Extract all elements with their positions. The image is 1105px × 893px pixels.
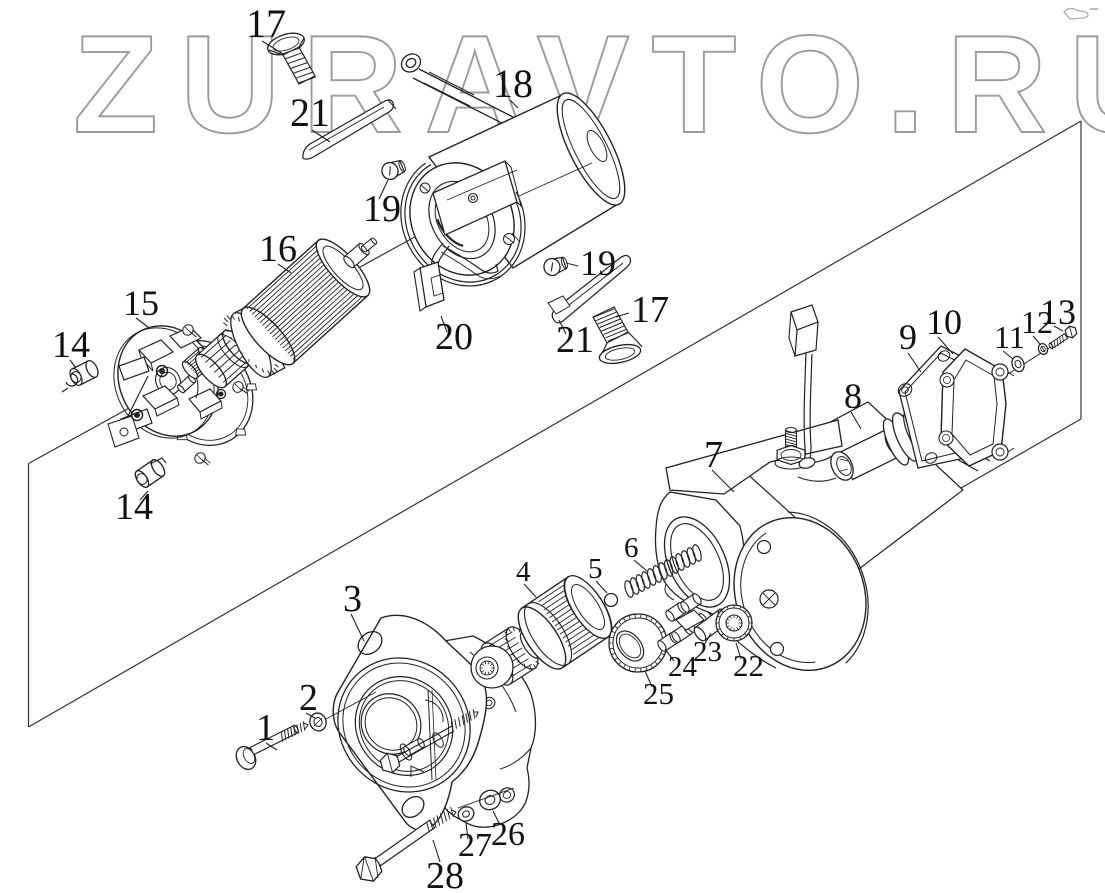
svg-text:1: 1 <box>256 707 275 749</box>
svg-text:24: 24 <box>668 651 698 683</box>
svg-text:21: 21 <box>556 319 594 361</box>
svg-text:17: 17 <box>631 289 669 331</box>
svg-text:12: 12 <box>1021 304 1053 340</box>
svg-text:8: 8 <box>844 376 862 416</box>
svg-text:11: 11 <box>994 319 1025 355</box>
svg-text:2: 2 <box>299 677 318 719</box>
svg-text:25: 25 <box>643 676 674 711</box>
svg-text:15: 15 <box>123 283 159 323</box>
svg-text:23: 23 <box>693 636 722 668</box>
svg-text:22: 22 <box>733 648 764 683</box>
svg-text:26: 26 <box>491 816 525 853</box>
svg-text:28: 28 <box>426 855 464 893</box>
svg-text:9: 9 <box>899 317 917 357</box>
svg-text:19: 19 <box>363 188 401 230</box>
svg-text:7: 7 <box>704 434 723 476</box>
svg-text:27: 27 <box>458 827 492 864</box>
svg-text:20: 20 <box>435 316 473 358</box>
svg-text:19: 19 <box>580 243 616 283</box>
svg-text:3: 3 <box>343 578 362 620</box>
svg-text:13: 13 <box>1040 292 1076 332</box>
svg-text:10: 10 <box>926 302 962 342</box>
svg-text:5: 5 <box>588 553 603 585</box>
svg-text:14: 14 <box>52 324 90 366</box>
svg-text:17: 17 <box>246 1 286 46</box>
svg-text:16: 16 <box>259 228 297 270</box>
svg-text:21: 21 <box>290 90 330 135</box>
svg-text:4: 4 <box>516 556 531 588</box>
svg-text:14: 14 <box>115 486 153 528</box>
svg-text:6: 6 <box>624 532 639 564</box>
svg-text:18: 18 <box>493 61 533 106</box>
